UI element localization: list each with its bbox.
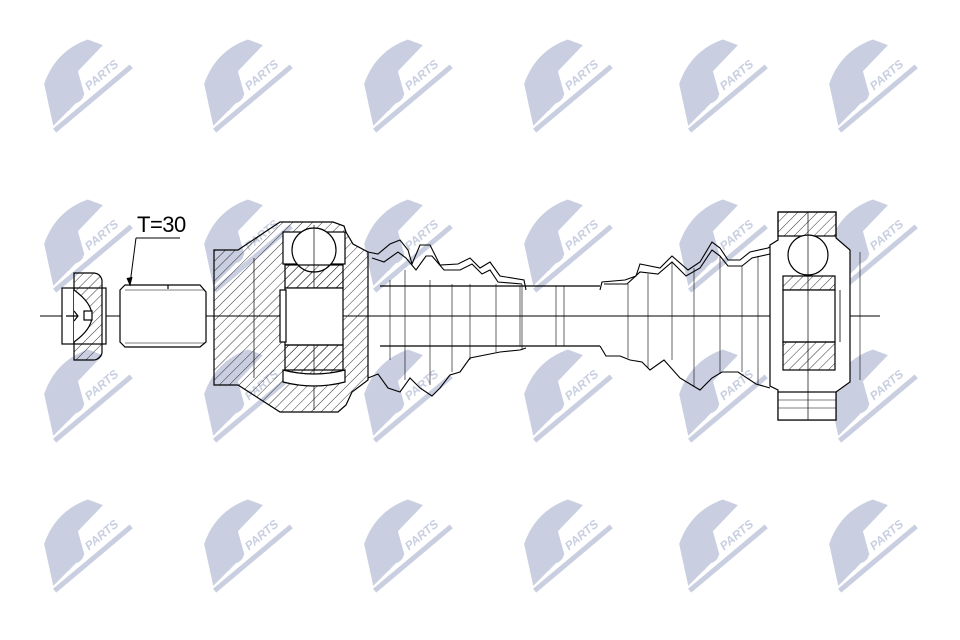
torque-annotation: T=30 xyxy=(137,212,186,237)
shaft xyxy=(380,285,600,347)
outer-boot xyxy=(367,239,527,397)
inner-boot xyxy=(599,239,781,391)
inner-cv-joint xyxy=(769,211,861,421)
threaded-stub xyxy=(119,284,207,348)
outer-cv-joint xyxy=(213,221,369,413)
annotation-leader xyxy=(126,237,180,287)
hub-nut xyxy=(61,272,107,361)
